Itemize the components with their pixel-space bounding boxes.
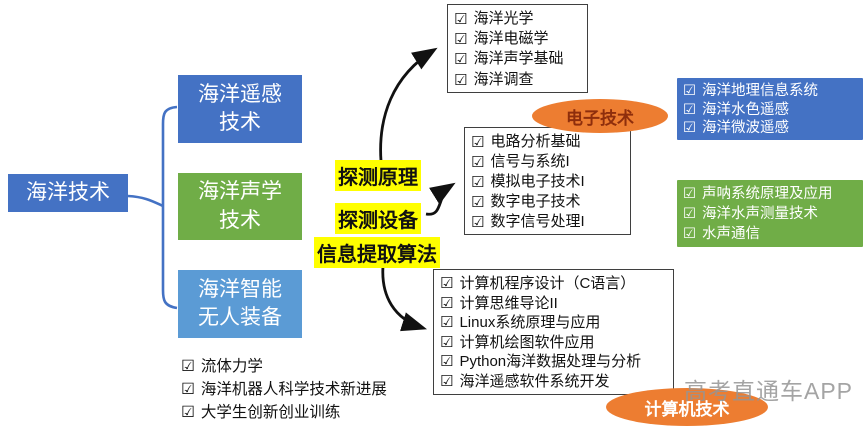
course-label: 海洋遥感软件系统开发 (459, 372, 610, 390)
checkbox-checked-icon: ☑ (181, 357, 195, 375)
checkbox-checked-icon: ☑ (683, 83, 696, 99)
course-box-electronics: ☑ 电路分析基础 ☑ 信号与系统I ☑ 模拟电子技术I ☑ 数字电子技术 ☑ 数字信号处理I (464, 127, 631, 235)
checkbox-checked-icon: ☑ (440, 293, 454, 312)
course-label: 数字电子技术 (490, 193, 581, 210)
course-label: 海洋电磁学 (473, 30, 549, 48)
check-item: ☑ 数字电子技术 (471, 192, 624, 212)
checkbox-checked-icon: ☑ (471, 133, 485, 151)
check-item: ☑ 模拟电子技术I (471, 172, 624, 192)
arrow-to-electronics (425, 182, 456, 216)
check-item: ☑ 海洋光学 (454, 9, 581, 29)
arrow-to-computer (381, 265, 428, 332)
check-item: ☑ 声呐系统原理及应用 (683, 184, 857, 204)
checkbox-checked-icon: ☑ (471, 173, 485, 191)
check-item: ☑ 计算机程序设计（C语言） (440, 274, 667, 294)
course-label: 海洋调查 (473, 70, 534, 88)
course-label: Linux系统原理与应用 (459, 314, 601, 332)
branch-intelligent-unmanned-equipment: 海洋智能 无人装备 (178, 270, 302, 338)
course-label: 流体力学 (200, 358, 263, 375)
checkbox-checked-icon: ☑ (181, 380, 195, 398)
course-label: 数字信号处理I (490, 213, 585, 230)
course-box-computer: ☑ 计算机程序设计（C语言） ☑ 计算思维导论II ☑ Linux系统原理与应用 ☑ 计算机绘… (433, 269, 674, 395)
checkbox-checked-icon: ☑ (683, 120, 696, 136)
check-item: ☑ 流体力学 (181, 355, 431, 378)
label-information-extraction-algorithm: 信息提取算法 (314, 237, 440, 268)
branch-remote-sensing-technology: 海洋遥感 技术 (178, 75, 302, 143)
check-item: ☑ 海洋机器人科学技术新进展 (181, 378, 431, 401)
root-node-marine-technology: 海洋技术 (8, 174, 128, 212)
checkbox-checked-icon: ☑ (683, 206, 696, 222)
label-detection-principle: 探测原理 (335, 160, 421, 191)
check-item: ☑ 海洋电磁学 (454, 29, 581, 49)
course-label: 海洋机器人科学技术新进展 (200, 381, 387, 398)
bubble-computer-technology: 计算机技术 (606, 388, 768, 426)
course-label: 海洋水声测量技术 (702, 206, 818, 222)
course-label: 电路分析基础 (490, 133, 581, 150)
check-item: ☑ 海洋水色遥感 (683, 101, 857, 120)
course-label: 海洋光学 (473, 10, 534, 27)
course-label: 声呐系统原理及应用 (702, 186, 833, 202)
check-item: ☑ 海洋声学基础 (454, 49, 581, 69)
course-box-ocean-basics: ☑ 海洋光学 ☑ 海洋电磁学 ☑ 海洋声学基础 ☑ 海洋调查 (447, 4, 588, 93)
checkbox-checked-icon: ☑ (440, 274, 454, 292)
check-item: ☑ Linux系统原理与应用 (440, 313, 667, 333)
course-label: 海洋声学基础 (473, 50, 564, 68)
course-label: 计算思维导论II (459, 294, 558, 312)
course-label: 水声通信 (702, 226, 760, 242)
branch-acoustic-technology: 海洋声学 技术 (178, 173, 302, 240)
check-item: ☑ 海洋遥感软件系统开发 (440, 372, 667, 392)
checkbox-checked-icon: ☑ (440, 352, 454, 371)
watermark-gaokao-app: 高考直通车APP (684, 378, 854, 404)
course-label: 信号与系统I (490, 153, 570, 170)
bubble-electronic-technology: 电子技术 (532, 99, 668, 133)
arrow-to-ocean-basics (379, 47, 438, 162)
course-label: 海洋水色遥感 (702, 101, 789, 118)
checkbox-checked-icon: ☑ (440, 332, 454, 351)
check-item: ☑ 海洋地理信息系统 (683, 82, 857, 101)
course-label: Python海洋数据处理与分析 (459, 353, 642, 371)
course-box-remote-sensing: ☑ 海洋地理信息系统 ☑ 海洋水色遥感 ☑ 海洋微波遥感 (677, 78, 863, 140)
brace-connector (161, 105, 178, 310)
course-label: 计算机绘图软件应用 (459, 333, 595, 351)
checkbox-checked-icon: ☑ (471, 153, 485, 171)
check-item: ☑ 水声通信 (683, 224, 857, 244)
course-label: 计算机程序设计（C语言） (459, 275, 636, 292)
check-item: ☑ 电路分析基础 (471, 132, 624, 152)
check-item: ☑ 海洋微波遥感 (683, 119, 857, 138)
course-label: 模拟电子技术I (490, 173, 585, 190)
checkbox-checked-icon: ☑ (454, 70, 468, 89)
course-label: 大学生创新创业训练 (200, 404, 341, 421)
check-item: ☑ 信号与系统I (471, 152, 624, 172)
course-list-general: ☑ 流体力学 ☑ 海洋机器人科学技术新进展 ☑ 大学生创新创业训练 (175, 351, 437, 425)
brace-stub (127, 194, 164, 208)
check-item: ☑ 数字信号处理I (471, 212, 624, 232)
checkbox-checked-icon: ☑ (683, 226, 696, 242)
check-item: ☑ 计算思维导论II (440, 294, 667, 314)
course-box-underwater-acoustics: ☑ 声呐系统原理及应用 ☑ 海洋水声测量技术 ☑ 水声通信 (677, 180, 863, 247)
checkbox-checked-icon: ☑ (440, 313, 454, 332)
check-item: ☑ 海洋调查 (454, 70, 581, 90)
checkbox-checked-icon: ☑ (181, 403, 195, 421)
label-detection-equipment: 探测设备 (335, 203, 421, 234)
check-item: ☑ Python海洋数据处理与分析 (440, 352, 667, 372)
check-item: ☑ 计算机绘图软件应用 (440, 333, 667, 353)
checkbox-checked-icon: ☑ (683, 186, 696, 202)
course-label: 海洋地理信息系统 (702, 83, 818, 99)
course-label: 海洋微波遥感 (702, 120, 789, 136)
checkbox-checked-icon: ☑ (454, 50, 468, 69)
checkbox-checked-icon: ☑ (683, 101, 696, 118)
checkbox-checked-icon: ☑ (454, 30, 468, 49)
checkbox-checked-icon: ☑ (440, 371, 454, 390)
check-item: ☑ 大学生创新创业训练 (181, 401, 431, 424)
checkbox-checked-icon: ☑ (471, 213, 485, 231)
checkbox-checked-icon: ☑ (471, 193, 485, 211)
check-item: ☑ 海洋水声测量技术 (683, 204, 857, 224)
checkbox-checked-icon: ☑ (454, 10, 468, 28)
